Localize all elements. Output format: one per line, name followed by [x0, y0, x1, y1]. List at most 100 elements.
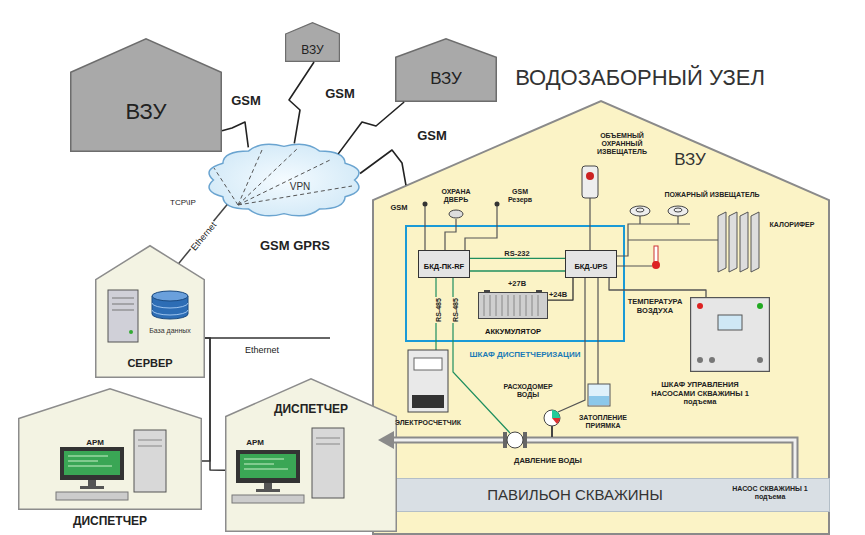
node-text: БКД-ПК-RF — [424, 263, 464, 272]
node-text: ШКАФ УПРАВЛЕНИЯ НАСОСАМИ СКВАЖИНЫ 1 подъ… — [650, 381, 750, 407]
part-label: RS-485 — [435, 297, 443, 323]
diagram-title: ВОДОЗАБОРНЫЙ УЗЕЛ — [515, 65, 765, 90]
part-label: НАСОС СКВАЖИНЫ 1 подъема — [730, 485, 810, 501]
controller-box: БКД-UPS — [565, 250, 617, 278]
node-text: СЕРВЕР — [127, 357, 172, 370]
part-label: GSM — [390, 204, 407, 213]
text-slot: КАЛОРИФЕР — [764, 213, 820, 231]
air-heater — [718, 212, 759, 272]
text-slot: НАСОС СКВАЖИНЫ 1 подъема — [730, 485, 810, 503]
water-pipe — [378, 431, 795, 478]
part-label: RS-485 — [452, 297, 460, 323]
text-slot: ВЗУ — [660, 150, 720, 170]
workstation — [56, 430, 166, 500]
power-wire — [548, 278, 573, 300]
text-slot: RS-485 — [444, 290, 462, 330]
text-slot: ТЕМПЕРАТУРА ВОЗДУХА — [622, 298, 688, 317]
text-slot: АККУМУЛЯТОР — [478, 320, 548, 338]
node-text: АРМ — [86, 438, 104, 447]
flood-sensor — [588, 384, 610, 406]
panel-details — [697, 303, 763, 363]
connector-label: +27В — [508, 280, 526, 289]
text-slot: ВОДОЗАБОРНЫЙ УЗЕЛ — [490, 65, 790, 90]
text-slot: РАСХОДОМЕР ВОДЫ — [498, 383, 558, 401]
text-slot: СЕРВЕР — [110, 353, 190, 371]
database-cylinder — [152, 291, 188, 319]
motion-detector — [582, 166, 598, 198]
gsm-link — [360, 150, 406, 185]
text-slot: ПАВИЛЬОН СКВАЖИНЫ — [465, 486, 685, 504]
ethernet-link — [202, 338, 210, 461]
ethernet-bus — [210, 337, 330, 339]
text-slot: ДИСПЕТЧЕР — [261, 399, 361, 417]
text-slot: БКД-UPS — [565, 255, 617, 273]
network-cloud-outline — [200, 138, 368, 222]
text-slot: Ethernet — [237, 339, 287, 357]
text-slot: +24В — [545, 283, 571, 301]
text-slot: GSM Резерв — [502, 188, 538, 206]
part-label: ОБЪЕМНЫЙ ОХРАННЫЙ ИЗВЕЩАТЕЛЬ — [586, 132, 658, 156]
node-text: ДИСПЕТЧЕР — [73, 515, 147, 529]
node-text: ВЗУ — [674, 150, 706, 170]
ethernet-link — [205, 338, 225, 470]
node-text: База данных — [149, 327, 191, 335]
part-label: Ethernet — [245, 345, 279, 355]
part-label: TCP\IP — [170, 198, 196, 207]
controller-box: БКД-ПК-RF — [418, 250, 470, 278]
server-unit — [108, 290, 138, 342]
fire-detectors — [630, 206, 688, 216]
text-slot: ЗАТОПЛЕНИЕ ПРИЯМКА — [571, 414, 635, 432]
text-slot: ОХРАНА ДВЕРЬ — [436, 188, 476, 206]
text-slot: АРМ — [80, 431, 110, 449]
text-slot: VPN — [280, 176, 320, 194]
gsm-link — [289, 62, 314, 143]
part-label: ЭЛЕКТРОСЧЕТЧИК — [395, 419, 461, 427]
connector-label: Ethernet — [188, 219, 219, 253]
station-building: ВЗУ — [395, 38, 497, 102]
electric-meter — [408, 350, 448, 412]
node-text: ВЗУ — [430, 69, 462, 89]
text-slot: GSM — [226, 91, 266, 109]
text-slot: ВЗУ — [96, 99, 196, 124]
part-label: GSM Резерв — [502, 188, 538, 204]
text-slot: GSM GPRS — [240, 236, 350, 254]
node-text: ВЗУ — [126, 99, 167, 124]
part-label: ДАВЛЕНИЕ ВОДЫ — [514, 457, 582, 466]
text-slot: ВЗУ — [401, 69, 491, 89]
station-building-outline — [70, 38, 222, 152]
text-slot: ШКАФ УПРАВЛЕНИЯ НАСОСАМИ СКВАЖИНЫ 1 подъ… — [650, 381, 750, 408]
text-slot: ШКАФ ДИСПЕТЧЕРИЗАЦИИ — [450, 343, 600, 361]
connector-label: GSM — [417, 129, 447, 144]
connector-label: GSM — [231, 94, 261, 109]
flow-meter — [503, 432, 527, 448]
connector-label: +24В — [549, 291, 567, 300]
node-text: АРМ — [246, 438, 264, 447]
thermometer — [652, 246, 660, 269]
battery-unit: АККУМУЛЯТОР — [478, 290, 548, 336]
part-label: ОХРАНА ДВЕРЬ — [436, 188, 476, 204]
gsm-link — [338, 102, 404, 154]
part-label: РАСХОДОМЕР ВОДЫ — [498, 383, 558, 399]
gsm-link — [222, 122, 248, 147]
text-slot: ОБЪЕМНЫЙ ОХРАННЫЙ ИЗВЕЩАТЕЛЬ — [586, 132, 658, 158]
node-text: БКД-UPS — [574, 263, 607, 272]
pressure-gauge — [544, 410, 560, 437]
power-wire — [470, 270, 565, 271]
text-slot: GSM — [320, 84, 360, 102]
part-label: КАЛОРИФЕР — [770, 221, 815, 229]
station-building: ВЗУ — [70, 38, 222, 152]
text-slot: ВЗУ — [288, 40, 338, 58]
text-slot: RS-485 — [427, 290, 445, 330]
text-slot: АРМ — [240, 431, 270, 449]
door-sensor — [449, 210, 463, 218]
text-slot: База данных — [140, 319, 200, 337]
control-wire — [609, 278, 706, 297]
node-text: VPN — [290, 181, 311, 193]
node-text: АККУМУЛЯТОР — [485, 328, 541, 337]
text-slot: ЭЛЕКТРОСЧЕТЧИК — [388, 411, 468, 429]
text-slot: Ethernet — [179, 210, 225, 260]
text-slot: GSM — [386, 196, 412, 214]
node-text: ВЗУ — [301, 44, 323, 58]
